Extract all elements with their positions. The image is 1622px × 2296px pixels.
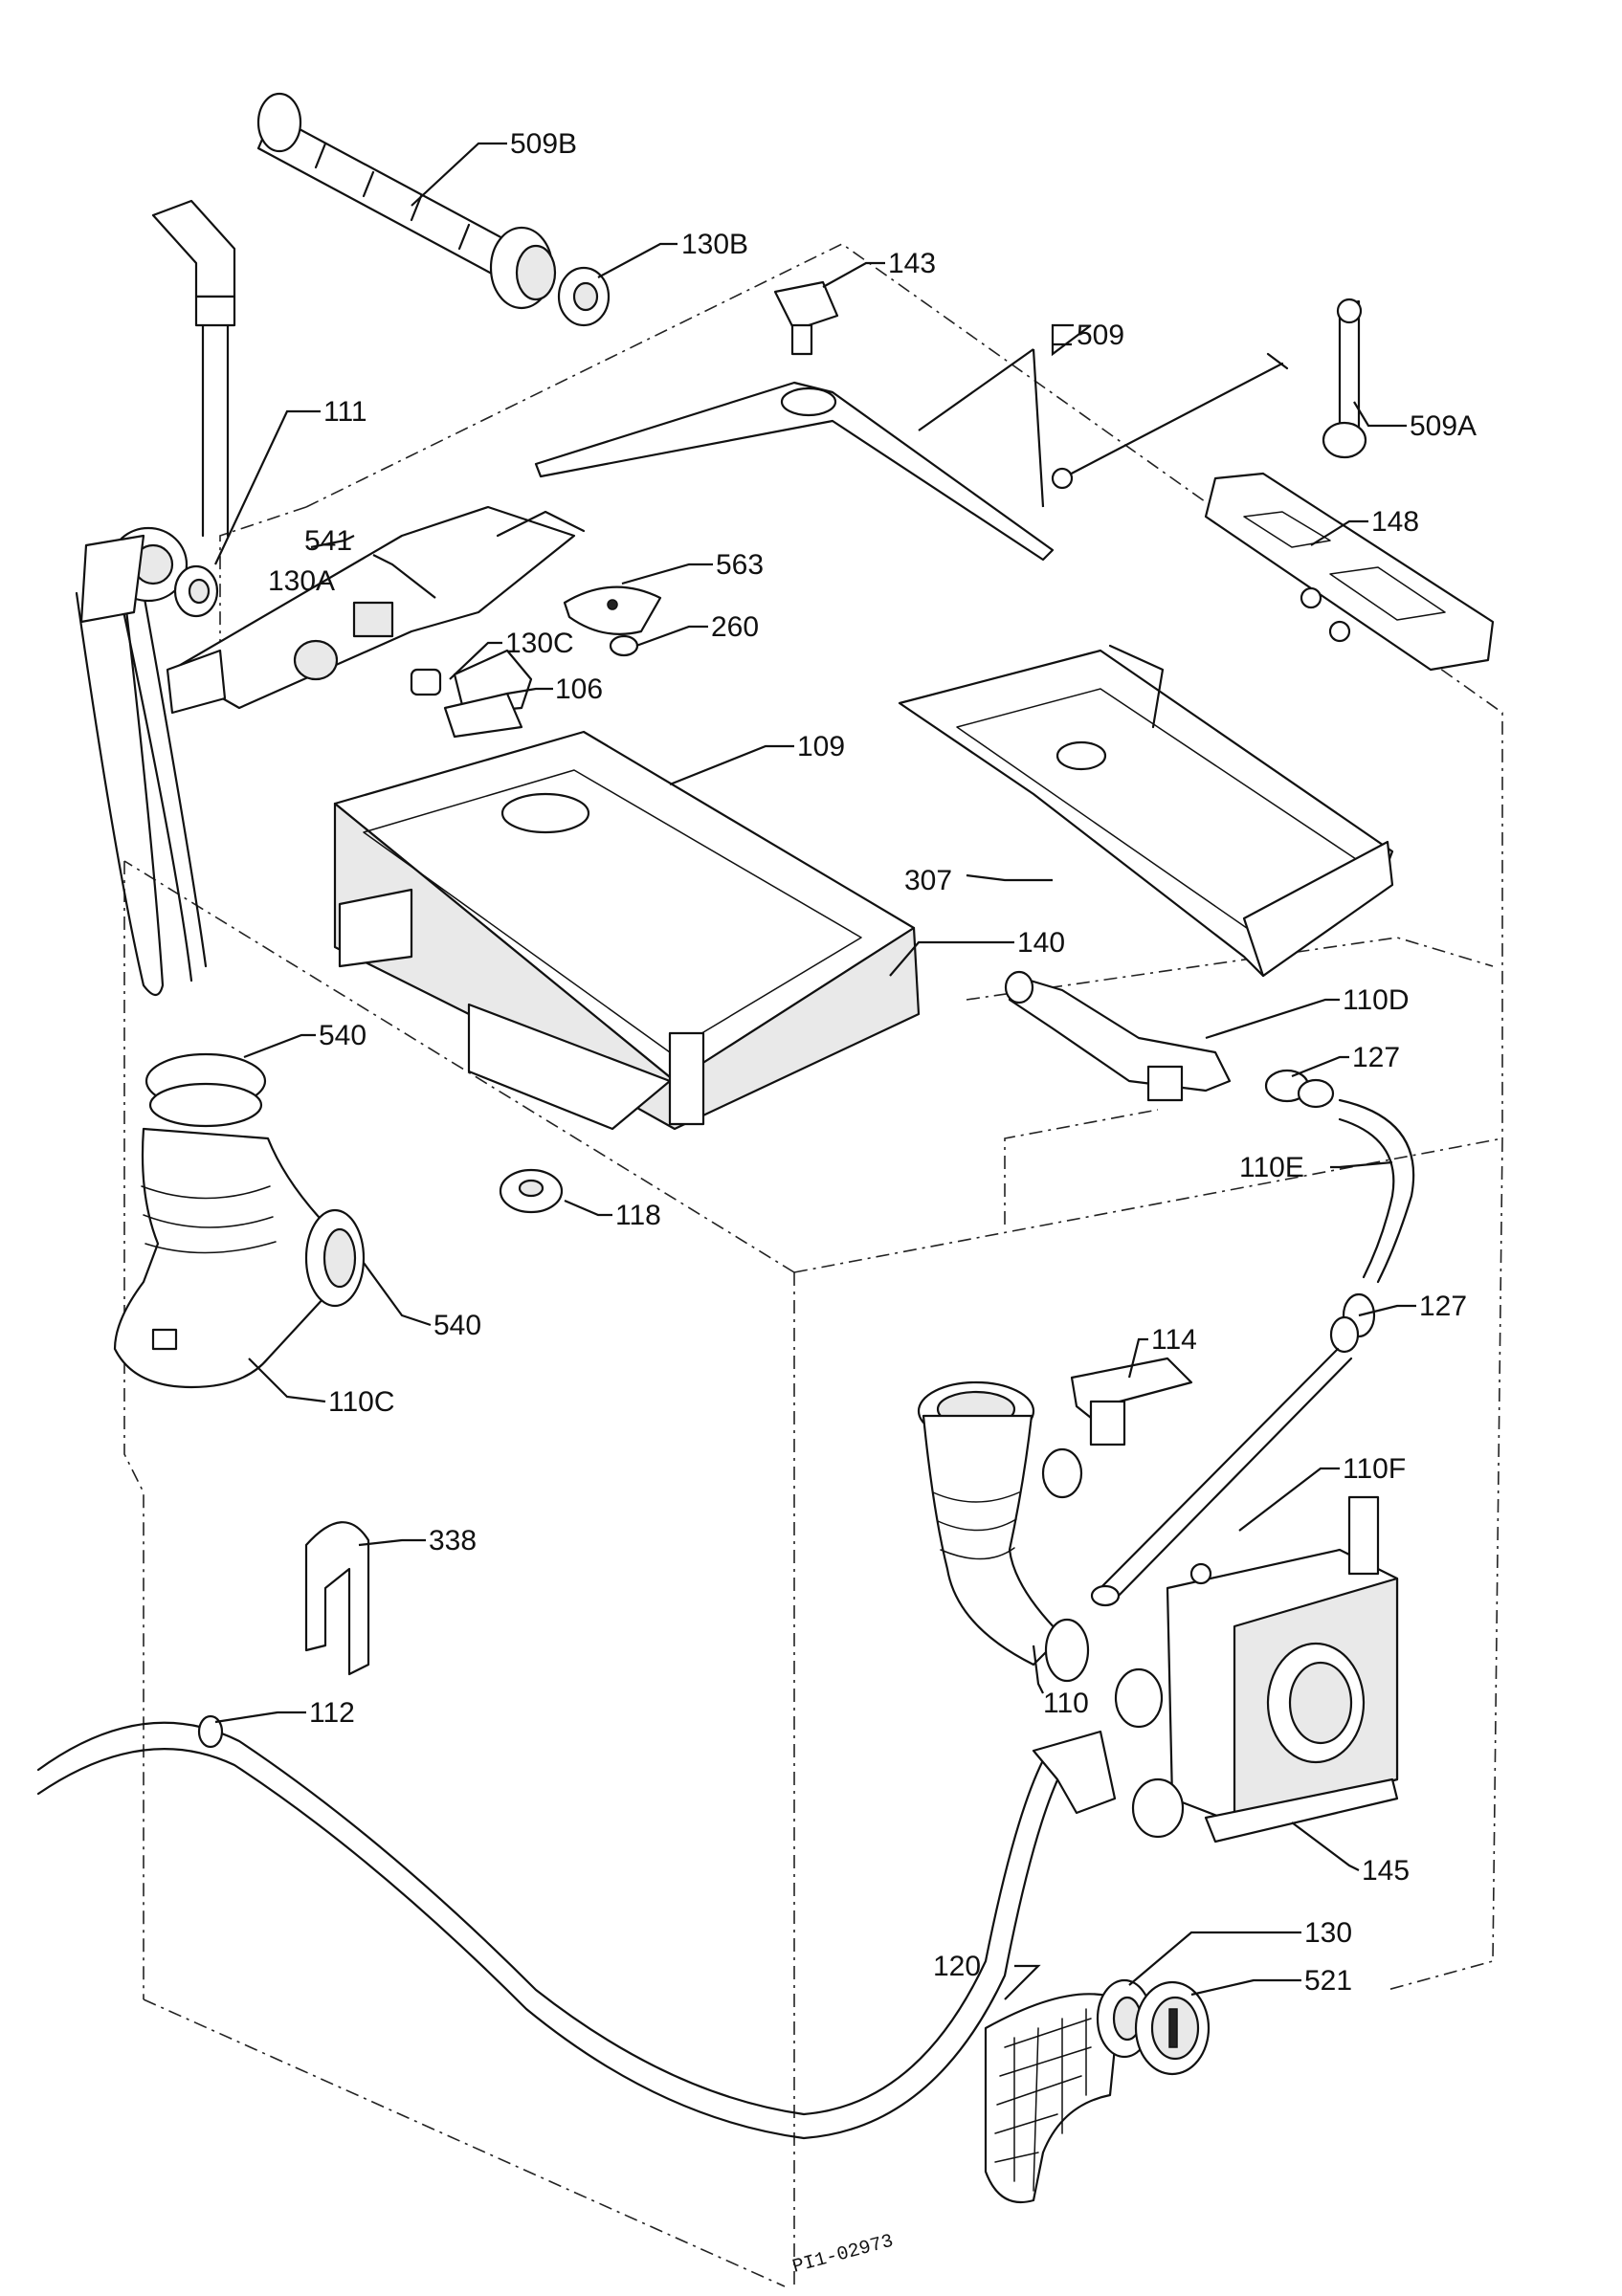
part-540-110c-sump-hose — [113, 1052, 366, 1389]
callout-140: 140 — [1017, 927, 1065, 959]
callout-563: 563 — [716, 549, 764, 581]
part-114-clip — [1070, 1357, 1193, 1446]
part-509b-inlet-valve — [256, 92, 557, 310]
part-143-knob — [773, 280, 839, 356]
callout-111: 111 — [323, 396, 367, 428]
part-120-filter — [984, 1993, 1122, 2204]
callout-540-upper: 540 — [319, 1020, 367, 1051]
part-148-compartment-cover — [1204, 472, 1495, 672]
part-541-bracket — [166, 505, 586, 715]
part-130a-washer — [173, 564, 219, 618]
part-338-hose-guide — [304, 1521, 370, 1676]
callout-509b: 509B — [510, 128, 577, 160]
callout-127-upper: 127 — [1352, 1042, 1400, 1073]
callout-109: 109 — [797, 731, 845, 762]
callout-118: 118 — [615, 1200, 661, 1231]
cabinet-outline — [123, 243, 1503, 2287]
part-509-lever-arm — [534, 352, 1289, 562]
callout-110: 110 — [1043, 1688, 1089, 1719]
callout-148: 148 — [1371, 506, 1419, 538]
part-110d-t-connector — [1004, 970, 1232, 1102]
part-260-spring — [609, 634, 639, 657]
callout-110e: 110E — [1239, 1152, 1304, 1183]
reference-code: PI1-02973 — [790, 2231, 896, 2279]
callout-143: 143 — [888, 248, 936, 279]
callout-307: 307 — [904, 865, 952, 896]
leader-lines — [214, 142, 1416, 2000]
callout-110c: 110C — [328, 1386, 395, 1418]
part-127-clamp-upper — [1264, 1069, 1335, 1109]
callout-130c: 130C — [505, 628, 574, 659]
part-109-dispenser-housing — [333, 730, 921, 1131]
part-130c-106-fittings — [410, 649, 533, 739]
part-130b-washer — [557, 266, 611, 327]
part-111-inlet-hose — [75, 199, 236, 997]
part-110e-hose — [1338, 1098, 1415, 1284]
part-110f-hose — [1090, 1347, 1353, 1607]
callout-120: 120 — [933, 1951, 981, 1982]
callout-130: 130 — [1304, 1917, 1352, 1949]
callout-509a: 509A — [1410, 410, 1477, 442]
part-112-drain-hose — [36, 1714, 1117, 2140]
callout-509: 509 — [1077, 320, 1124, 351]
callout-114: 114 — [1151, 1324, 1197, 1356]
part-521-cap — [1134, 1980, 1211, 2076]
callout-338: 338 — [429, 1525, 477, 1556]
callout-labels: 509B 130B 143 509 111 509A 148 541 130A … — [268, 128, 1477, 1997]
callout-106: 106 — [555, 673, 603, 705]
callout-541: 541 — [304, 525, 352, 557]
callout-130b: 130B — [681, 229, 748, 260]
callout-540-lower: 540 — [433, 1310, 481, 1341]
callout-127-lower: 127 — [1419, 1291, 1467, 1322]
callout-521: 521 — [1304, 1965, 1352, 1997]
part-307-dispenser-drawer — [898, 644, 1394, 978]
part-509a-link — [1322, 298, 1367, 459]
part-110-elbow-hose — [917, 1380, 1090, 1683]
callout-260: 260 — [711, 611, 759, 643]
part-118-gear — [499, 1168, 564, 1214]
part-145-pump-housing — [1114, 1495, 1399, 1843]
callout-130a: 130A — [268, 565, 335, 597]
part-127-clamp-lower — [1329, 1292, 1376, 1354]
callout-110d: 110D — [1343, 984, 1410, 1016]
callout-112: 112 — [309, 1697, 355, 1729]
callout-145: 145 — [1362, 1855, 1410, 1887]
callout-110f: 110F — [1343, 1453, 1406, 1485]
part-563-cap — [563, 585, 662, 635]
